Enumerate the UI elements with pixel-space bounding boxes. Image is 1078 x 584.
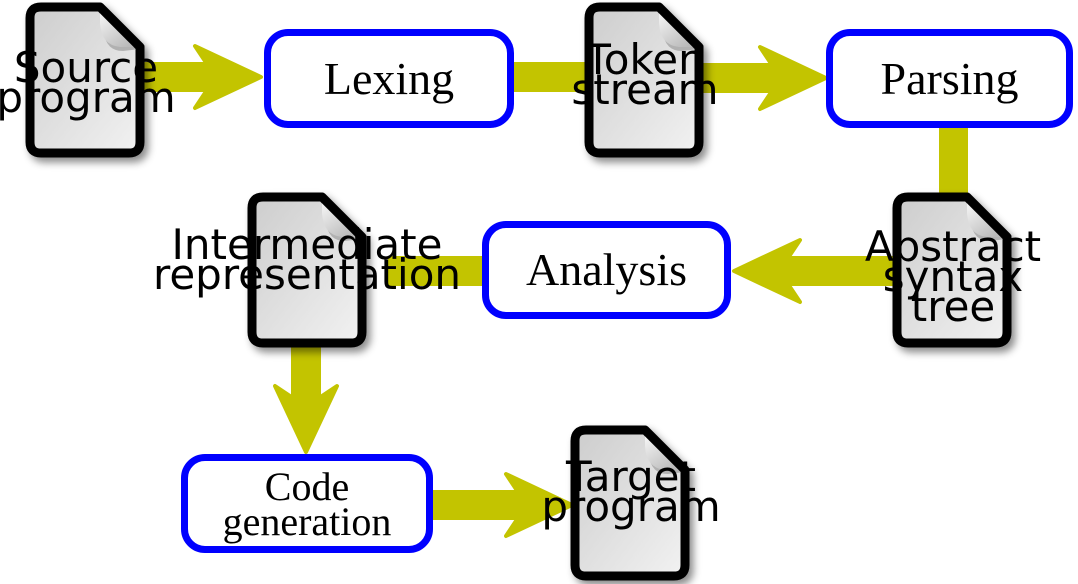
process-box-analysis: Analysis xyxy=(482,221,731,319)
process-box-lexing: Lexing xyxy=(264,29,514,128)
process-label-analysis: Analysis xyxy=(526,244,687,295)
document-label-target-program: Target program xyxy=(541,452,721,531)
arrow-codegen-to-target xyxy=(428,472,574,538)
document-icon-abstract-syntax-tree xyxy=(892,192,1012,348)
process-label-parsing: Parsing xyxy=(880,52,1019,104)
document-icon-intermediate-representation xyxy=(247,192,367,348)
document-icon-source-program xyxy=(25,2,145,158)
process-label-lexing: Lexing xyxy=(323,52,455,104)
document-label-abstract-syntax-tree: Abstract syntax tree xyxy=(864,222,1042,331)
process-box-code-generation: Code generation xyxy=(181,454,433,553)
document-label-intermediate-representation: Intermediate representation xyxy=(152,220,462,299)
document-icon-token-stream xyxy=(584,2,704,158)
document-icon-target-program xyxy=(570,425,690,581)
process-label-code-generation: Code generation xyxy=(222,463,392,544)
document-label-token-stream: Token stream xyxy=(571,35,719,114)
document-label-source-program: Source program xyxy=(0,43,176,122)
process-box-parsing: Parsing xyxy=(826,29,1073,128)
arrow-ast-to-analysis xyxy=(732,238,907,304)
